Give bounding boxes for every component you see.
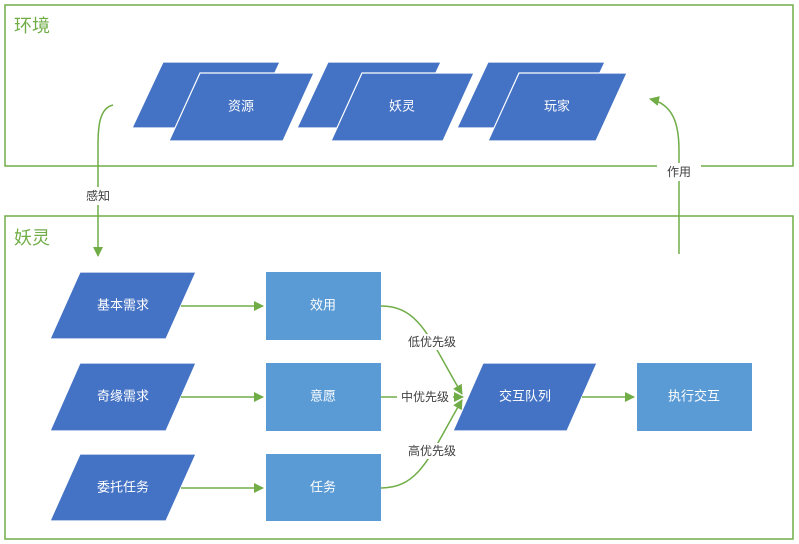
delegated-tasks-label: 委托任务 bbox=[97, 480, 149, 496]
execute-interaction-label: 执行交互 bbox=[668, 389, 720, 405]
mid-priority-label: 中优先级 bbox=[401, 389, 449, 404]
task-to-queue-connector bbox=[380, 399, 463, 489]
resources-label: 资源 bbox=[228, 100, 254, 115]
delegated-tasks-node[interactable] bbox=[49, 453, 197, 522]
task-node[interactable] bbox=[266, 454, 381, 521]
willingness-label: 意愿 bbox=[310, 389, 336, 405]
act-connector bbox=[649, 96, 680, 254]
spirit-group-title: 妖灵 bbox=[14, 228, 50, 249]
interaction-queue-node[interactable] bbox=[452, 362, 598, 432]
environment-group bbox=[4, 4, 794, 167]
basic-needs-node[interactable] bbox=[49, 271, 197, 340]
high-priority-label: 高优先级 bbox=[408, 443, 456, 458]
chance-needs-label: 奇缘需求 bbox=[97, 389, 149, 405]
perceive-label: 感知 bbox=[86, 188, 110, 203]
utility-label: 效用 bbox=[310, 299, 336, 314]
low-priority-label: 低优先级 bbox=[408, 335, 456, 349]
spirit-group bbox=[4, 215, 794, 540]
spirit-label: 妖灵 bbox=[389, 100, 415, 115]
player-label: 玩家 bbox=[544, 99, 570, 115]
chance-needs-node[interactable] bbox=[49, 362, 197, 432]
utility-node[interactable] bbox=[266, 272, 381, 340]
resources-node[interactable] bbox=[168, 72, 315, 142]
high-priority-label-bg bbox=[404, 443, 460, 459]
basic-needs-label: 基本需求 bbox=[97, 299, 149, 314]
task-label: 任务 bbox=[310, 480, 336, 496]
environment-group-title: 环境 bbox=[14, 16, 50, 37]
perceive-label-bg bbox=[76, 187, 120, 205]
player-node[interactable] bbox=[487, 72, 628, 142]
interaction-queue-label: 交互队列 bbox=[499, 389, 551, 405]
willingness-node[interactable] bbox=[266, 363, 381, 431]
utility-to-queue-connector bbox=[380, 305, 463, 395]
act-label: 作用 bbox=[667, 165, 691, 179]
low-priority-label-bg bbox=[404, 334, 460, 350]
spirit-node[interactable] bbox=[330, 72, 475, 142]
act-label-bg bbox=[657, 163, 701, 181]
perceive-connector bbox=[93, 104, 114, 257]
execute-interaction-node[interactable] bbox=[637, 363, 752, 431]
mid-priority-label-bg bbox=[397, 389, 453, 405]
